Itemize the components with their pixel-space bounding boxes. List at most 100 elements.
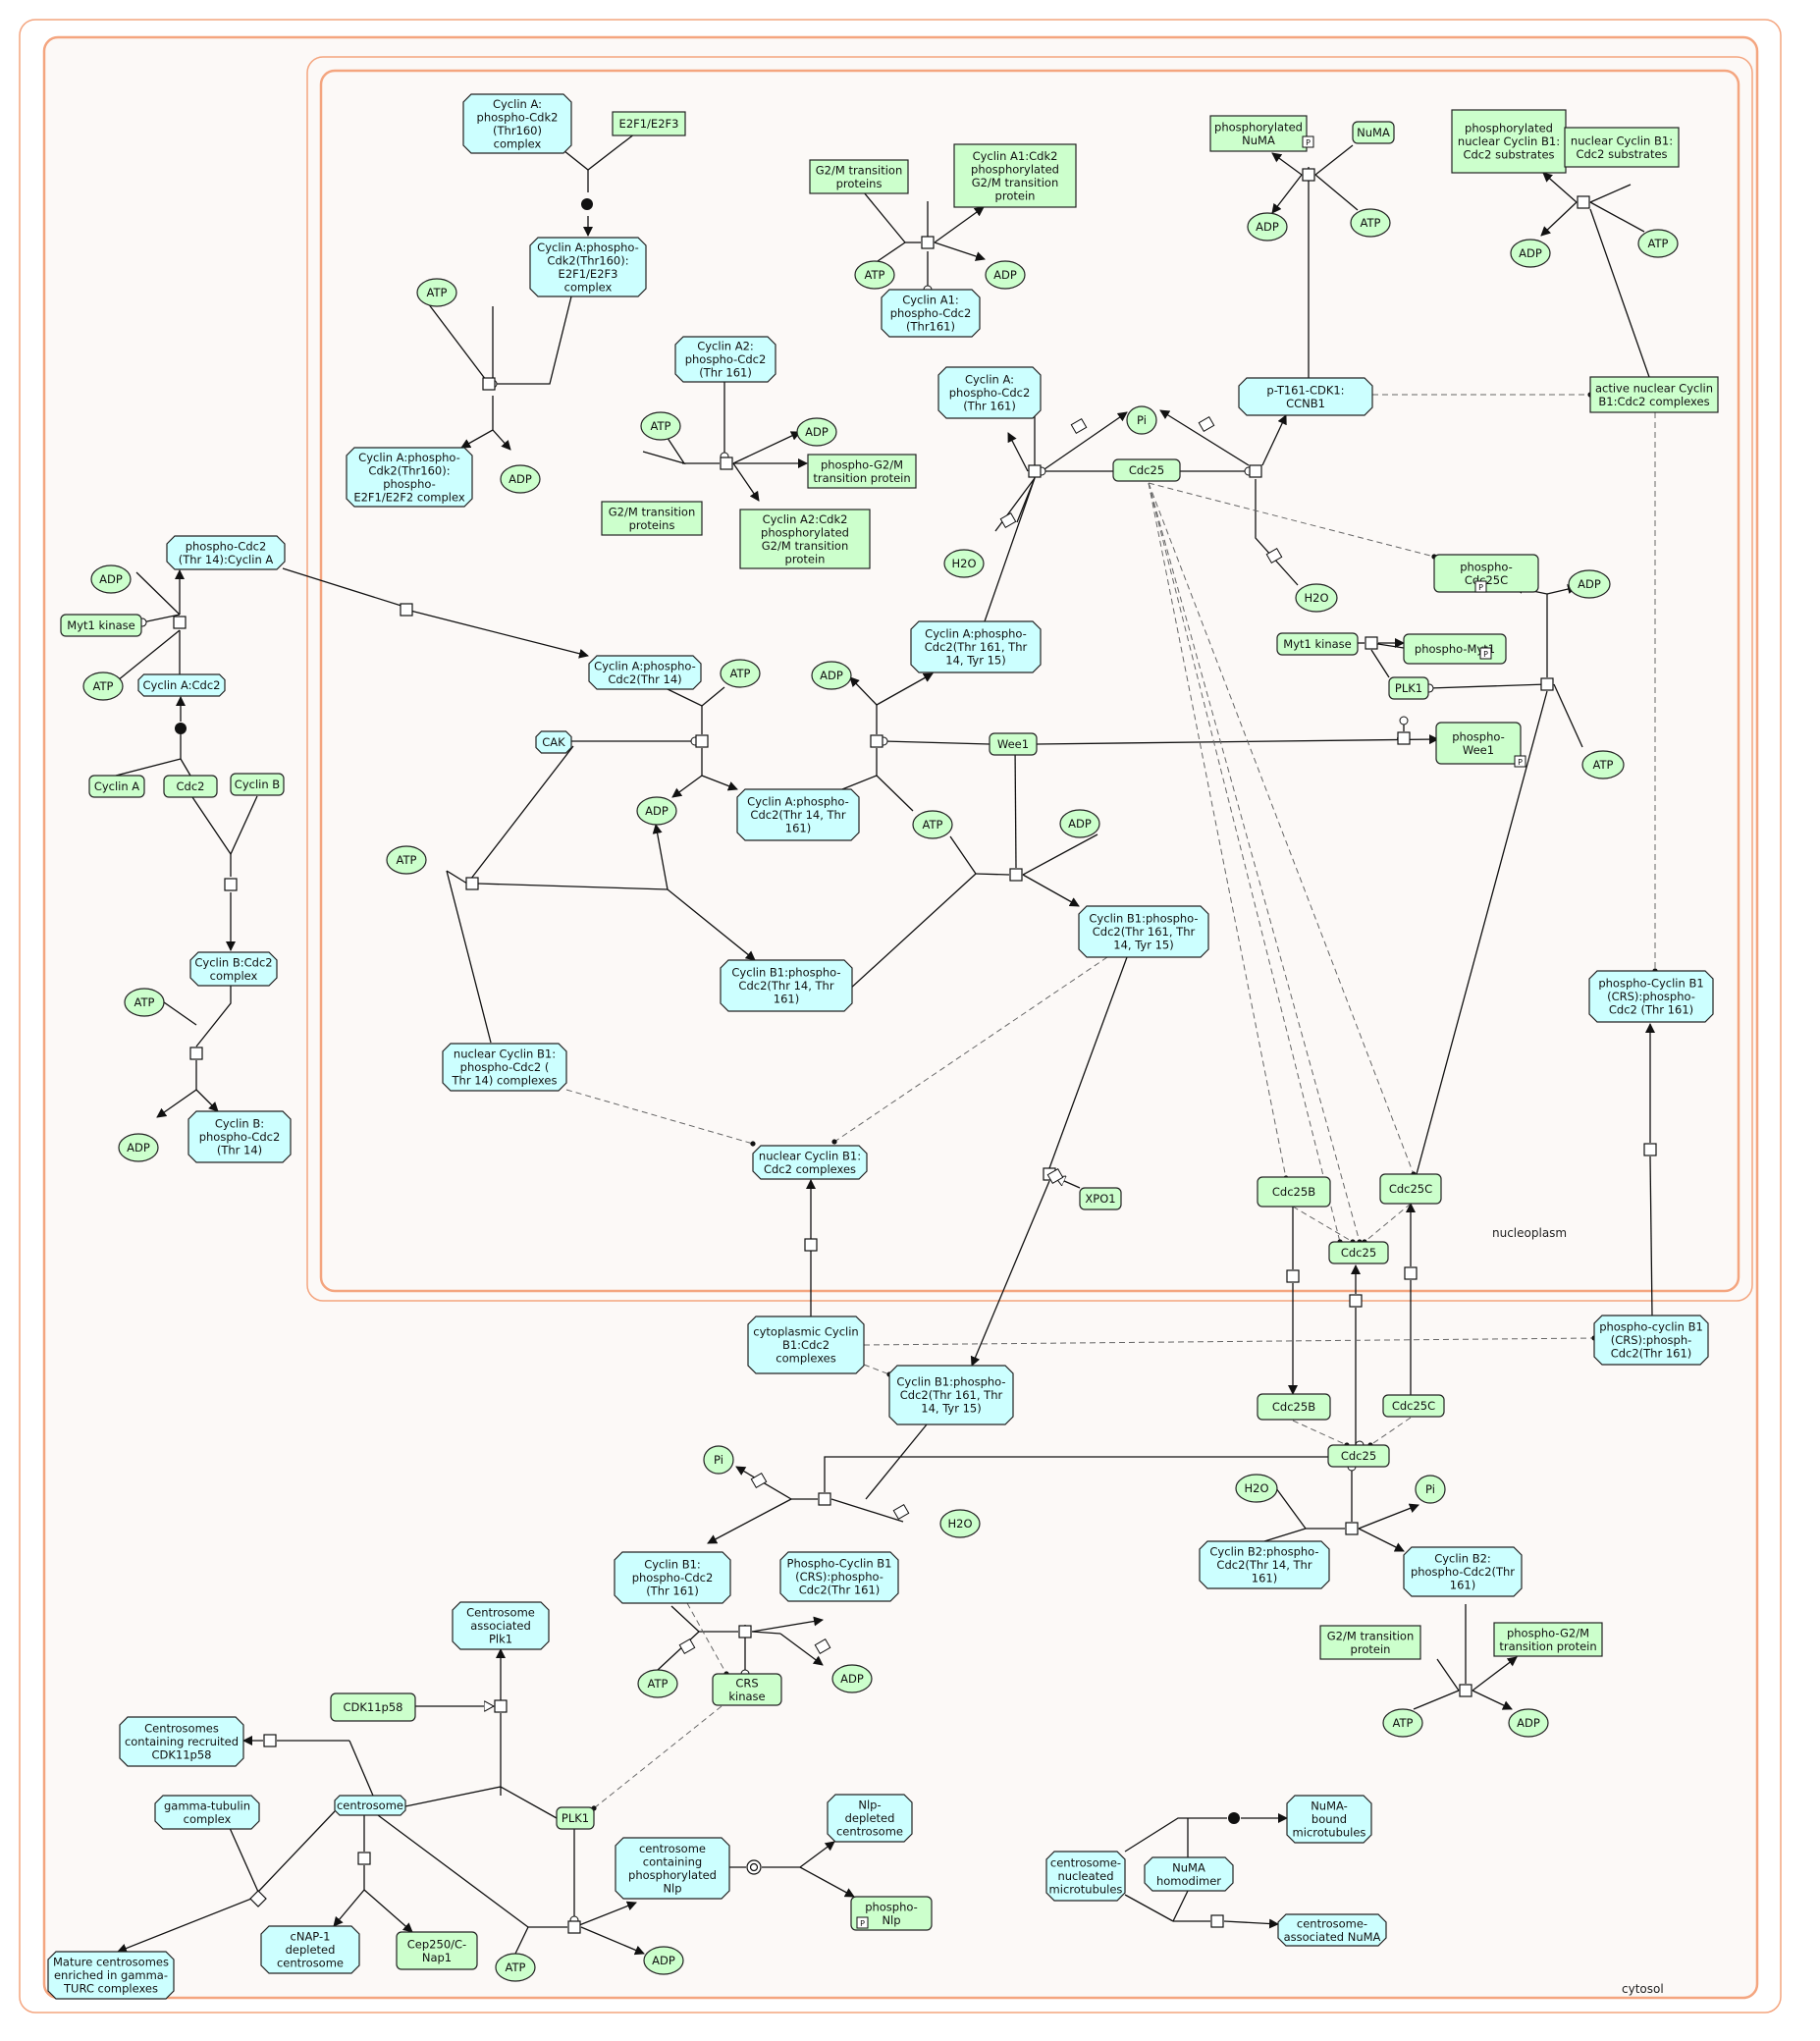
node-phos-b1-crs-nuc[interactable]: phospho-Cyclin B1(CRS):phospho-Cdc2 (Thr…: [1588, 970, 1714, 1023]
node-adp-wee2[interactable]: ADP: [1059, 809, 1100, 838]
node-cycA-cdc2[interactable]: Cyclin A:Cdc2: [137, 673, 226, 697]
node-myt1-nuc[interactable]: Myt1 kinase: [1276, 632, 1359, 656]
node-adp-a1[interactable]: ADP: [985, 260, 1026, 290]
node-atp-wee[interactable]: ATP: [912, 810, 953, 839]
node-adp-numa[interactable]: ADP: [1247, 212, 1288, 242]
node-cdc25b-cyt[interactable]: Cdc25B: [1257, 1393, 1331, 1421]
node-wee1[interactable]: Wee1: [989, 732, 1038, 756]
node-pi-3[interactable]: Pi: [1415, 1475, 1446, 1504]
node-pi-1[interactable]: Pi: [1126, 405, 1157, 435]
node-adp-wee[interactable]: ADP: [811, 661, 852, 690]
node-nuc-b1-subs[interactable]: nuclear Cyclin B1:Cdc2 substrates: [1564, 127, 1680, 168]
node-adp-e2f[interactable]: ADP: [500, 464, 541, 494]
node-cdc2[interactable]: Cdc2: [163, 775, 218, 798]
node-atp-b1s[interactable]: ATP: [1637, 229, 1679, 258]
node-pt161[interactable]: p-T161-CDK1:CCNB1: [1238, 377, 1373, 416]
node-atp-crs[interactable]: ATP: [637, 1669, 678, 1698]
node-atp-numa[interactable]: ATP: [1350, 208, 1391, 238]
node-cycA1-pcdc2[interactable]: Cyclin A1:phospho-Cdc2(Thr161): [881, 289, 981, 338]
node-phos-b1-crs-cyt2[interactable]: Phospho-Cyclin B1(CRS):phospho-Cdc2(Thr …: [779, 1551, 899, 1602]
node-cycA-pcdc2-t14[interactable]: Cyclin A:phospho-Cdc2(Thr 14): [588, 655, 702, 690]
node-plk1-nuc[interactable]: PLK1: [1388, 676, 1429, 700]
node-phospho-nlp[interactable]: phospho-Nlp: [850, 1896, 933, 1931]
node-nuc-b1-pcdc2-t14[interactable]: nuclear Cyclin B1:phospho-Cdc2 (Thr 14) …: [442, 1043, 567, 1092]
node-phos-cdc2-t14-cycA[interactable]: phospho-Cdc2(Thr 14):Cyclin A: [166, 535, 286, 570]
node-cyclinB[interactable]: Cyclin B: [230, 773, 285, 796]
node-adp-myt[interactable]: ADP: [90, 564, 132, 594]
node-adp-25c[interactable]: ADP: [1568, 569, 1611, 599]
node-nuc-b1-cdc2[interactable]: nuclear Cyclin B1:Cdc2 complexes: [752, 1145, 868, 1180]
node-cdc25-cyt[interactable]: Cdc25: [1327, 1444, 1390, 1468]
node-atp-a2[interactable]: ATP: [640, 411, 681, 441]
node-cycA2-pcdc2[interactable]: Cyclin A2:phospho-Cdc2(Thr 161): [674, 336, 776, 383]
node-cdc25-nuc2[interactable]: Cdc25: [1328, 1241, 1389, 1264]
node-adp-b1s[interactable]: ADP: [1510, 239, 1551, 268]
node-xpo1[interactable]: XPO1: [1079, 1187, 1122, 1210]
node-adp-cak[interactable]: ADP: [636, 796, 677, 826]
node-atp-e2f[interactable]: ATP: [416, 278, 457, 307]
node-cycA-pcdk2-t160[interactable]: Cyclin A:phospho-Cdk2(Thr160)complex: [462, 93, 572, 154]
node-phospho-cdc25c[interactable]: phospho-Cdc25C: [1433, 554, 1539, 593]
node-h2o-4[interactable]: H2O: [939, 1509, 981, 1538]
node-h2o-2[interactable]: H2O: [1295, 583, 1338, 613]
node-cyclinA[interactable]: Cyclin A: [88, 775, 145, 798]
node-h2o-1[interactable]: H2O: [943, 549, 985, 578]
node-phos-b1-crs-cyt[interactable]: phospho-cyclin B1(CRS):phosph-Cdc2(Thr 1…: [1593, 1315, 1709, 1366]
node-phospho-myt1[interactable]: phospho-Myt1: [1403, 633, 1507, 665]
node-cdk11p58[interactable]: CDK11p58: [330, 1692, 416, 1722]
node-cdc25c-nuc[interactable]: Cdc25C: [1379, 1173, 1442, 1205]
node-cep250[interactable]: Cep250/C-Nap1: [396, 1931, 478, 1970]
node-cycA-pcdc2-t161[interactable]: Cyclin A:phospho-Cdc2(Thr 161): [937, 366, 1042, 419]
node-cdc25-nuc[interactable]: Cdc25: [1112, 458, 1181, 482]
node-e2f1e2f3[interactable]: E2F1/E2F3: [612, 111, 686, 136]
node-atp-myt[interactable]: ATP: [82, 671, 124, 701]
node-centro-numa[interactable]: centrosome-associated NuMA: [1277, 1913, 1387, 1947]
node-atp-b2[interactable]: ATP: [1382, 1708, 1423, 1738]
node-cycB-pcdc2-t14[interactable]: Cyclin B:phospho-Cdc2(Thr 14): [187, 1110, 292, 1163]
node-cdc25b-nuc[interactable]: Cdc25B: [1257, 1176, 1331, 1208]
node-atp-a1[interactable]: ATP: [854, 260, 895, 290]
node-cdc25c-cyt[interactable]: Cdc25C: [1382, 1394, 1445, 1418]
node-adp-b[interactable]: ADP: [118, 1133, 159, 1162]
node-atp-plk[interactable]: ATP: [495, 1953, 536, 1982]
node-adp-plk[interactable]: ADP: [643, 1946, 684, 1975]
node-atp-cak[interactable]: ATP: [720, 659, 761, 688]
node-adp-a2[interactable]: ADP: [796, 417, 837, 447]
node-atp-25c[interactable]: ATP: [1581, 750, 1625, 779]
node-plk1-cyt[interactable]: PLK1: [556, 1806, 595, 1830]
node-myt1-cyt[interactable]: Myt1 kinase: [60, 614, 142, 637]
node-atp-cak2[interactable]: ATP: [386, 845, 427, 875]
node-adp-b2[interactable]: ADP: [1508, 1708, 1549, 1738]
node-centrosome[interactable]: centrosome: [334, 1795, 406, 1816]
node-cycB1-pcdc2-t161[interactable]: Cyclin B1:phospho-Cdc2(Thr 161): [614, 1551, 731, 1604]
